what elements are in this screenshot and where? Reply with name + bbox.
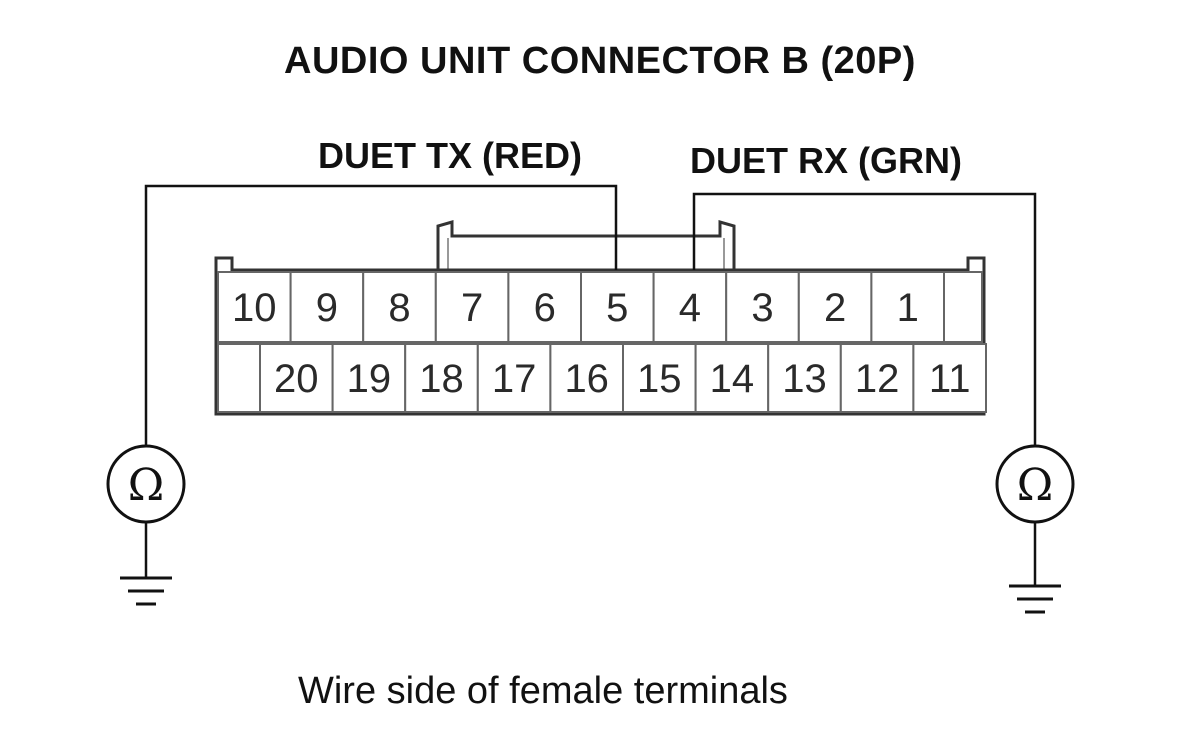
pin-19-cell xyxy=(331,343,407,413)
pin-1: 1 xyxy=(897,286,919,330)
pin-14: 14 xyxy=(710,357,755,401)
pin-11-cell xyxy=(912,343,988,413)
pin-3-cell xyxy=(725,271,800,343)
pin-15-cell xyxy=(622,343,697,413)
diagram-caption: Wire side of female terminals xyxy=(298,670,788,712)
connector-latch-inner xyxy=(447,238,725,272)
pin-13: 13 xyxy=(782,357,827,401)
pin-20-cell xyxy=(259,343,334,413)
duet-tx-label: DUET TX (RED) xyxy=(318,135,582,176)
pin-17: 17 xyxy=(492,357,537,401)
pin-10: 10 xyxy=(232,286,277,330)
pin-3: 3 xyxy=(751,286,773,330)
pin-8-cell xyxy=(362,271,437,343)
right-ohmmeter: Ω xyxy=(995,444,1075,614)
pin-14-cell xyxy=(694,343,770,413)
pin-blank-bottom-cell xyxy=(217,343,261,413)
pin-16-cell xyxy=(549,343,625,413)
pin-12: 12 xyxy=(855,357,900,401)
pin-6: 6 xyxy=(534,286,556,330)
left-ground-icon xyxy=(120,576,172,606)
pin-7: 7 xyxy=(461,286,483,330)
pin-1-cell xyxy=(870,271,946,343)
pin-2: 2 xyxy=(824,286,846,330)
pin-9: 9 xyxy=(316,286,338,330)
duet-rx-label: DUET RX (GRN) xyxy=(690,140,962,181)
pin-17-cell xyxy=(476,343,552,413)
pin-4: 4 xyxy=(679,286,701,330)
right-ohm-symbol: Ω xyxy=(1017,460,1053,511)
pin-10-cell xyxy=(217,271,292,343)
pin-7-cell xyxy=(434,271,510,343)
left-ohmmeter: Ω xyxy=(106,444,186,606)
duet-tx-wire xyxy=(144,184,618,450)
pin-12-cell xyxy=(839,343,915,413)
pin-8: 8 xyxy=(388,286,410,330)
pin-18-cell xyxy=(404,343,479,413)
pin-19: 19 xyxy=(347,357,392,401)
diagram-title: AUDIO UNIT CONNECTOR B (20P) xyxy=(284,40,916,82)
connector-latch xyxy=(436,220,736,272)
pin-4-cell xyxy=(652,271,728,343)
pin-20: 20 xyxy=(274,357,319,401)
pin-18: 18 xyxy=(419,357,464,401)
right-ground-icon xyxy=(1009,584,1061,614)
pin-15: 15 xyxy=(637,357,682,401)
pin-16: 16 xyxy=(564,357,609,401)
pin-9-cell xyxy=(289,271,365,343)
pin-blank-top-cell xyxy=(943,271,983,343)
pin-5-cell xyxy=(580,271,655,343)
pin-2-cell xyxy=(797,271,873,343)
pin-5: 5 xyxy=(606,286,628,330)
left-ohm-symbol: Ω xyxy=(128,460,164,511)
duet-rx-wire xyxy=(692,192,1037,450)
pin-11: 11 xyxy=(929,357,971,401)
